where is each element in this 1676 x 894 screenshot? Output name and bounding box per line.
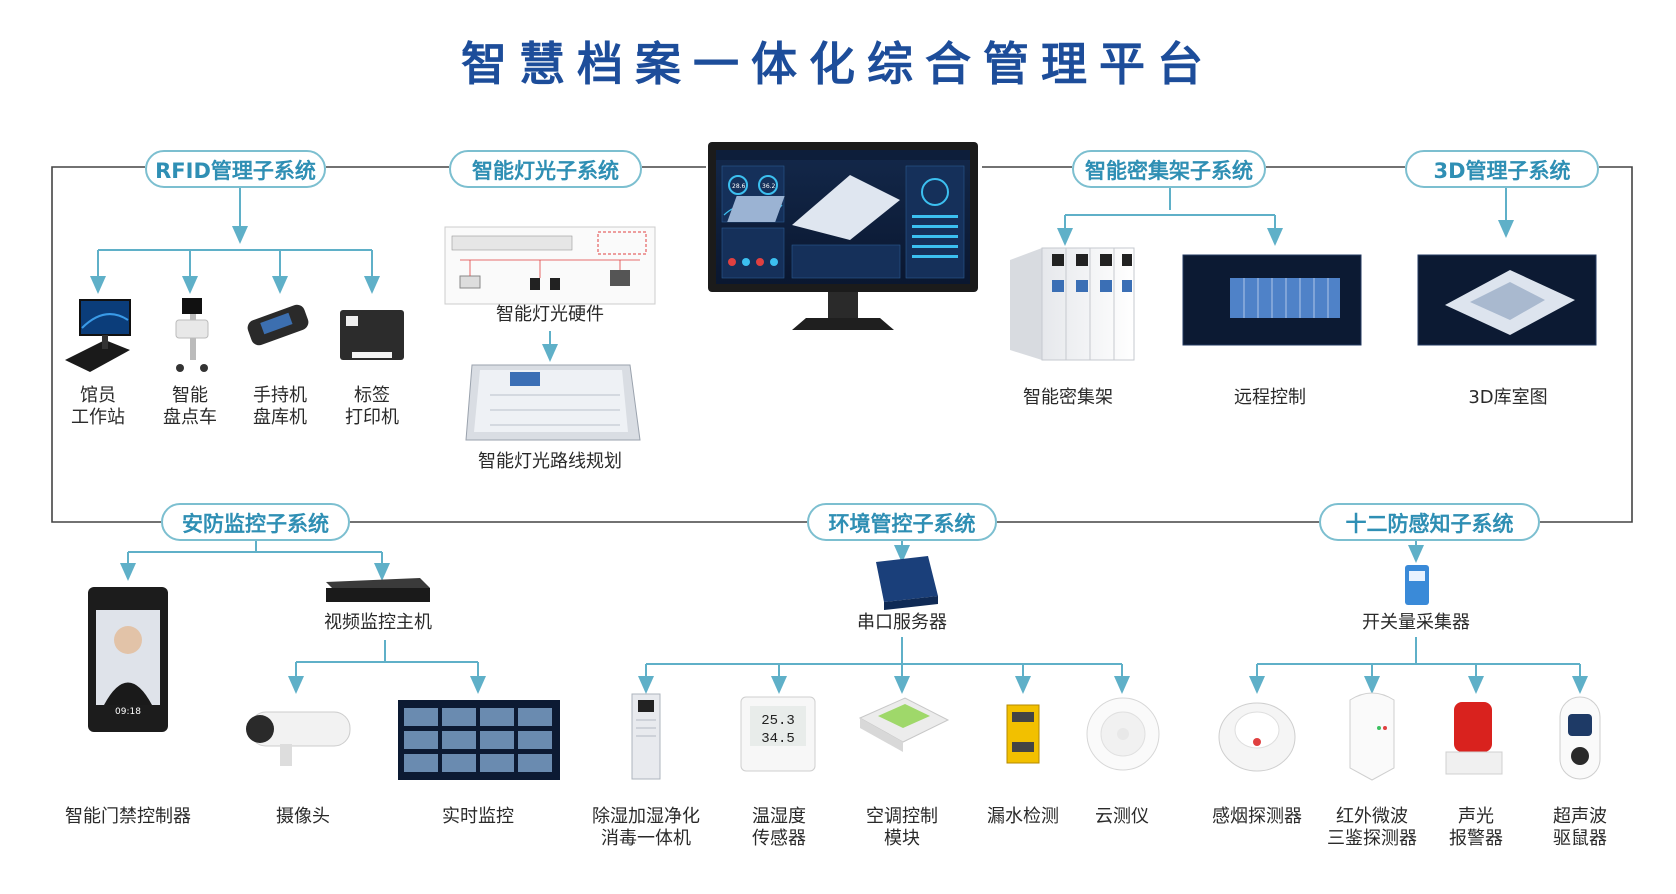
- monitor-hum: 36.2: [762, 183, 776, 190]
- vault-3d-image: [1417, 254, 1597, 346]
- pill-rfid[interactable]: RFID管理子系统: [145, 150, 326, 188]
- ac-module-image: [858, 697, 950, 752]
- label-ac-module: 空调控制模块: [866, 806, 938, 849]
- th-hum: 34.5: [761, 731, 795, 747]
- frame-right: [1540, 166, 1633, 523]
- label-th-sensor: 温湿度传感器: [752, 806, 806, 849]
- cloud-meter-image: [1086, 697, 1160, 771]
- label-alarm: 声光报警器: [1449, 806, 1503, 849]
- video-host-image: [326, 578, 430, 602]
- serial-server-image: [876, 556, 938, 610]
- pill-security[interactable]: 安防监控子系统: [161, 503, 350, 541]
- label-ir-detector: 红外微波三鉴探测器: [1327, 806, 1417, 849]
- repeller-image: [1559, 696, 1601, 780]
- pill-lighting[interactable]: 智能灯光子系统: [449, 150, 642, 188]
- frame-left: [51, 166, 161, 523]
- label-workstation: 馆员工作站: [71, 385, 125, 428]
- camera-image: [246, 711, 351, 766]
- leak-detect-image: [1006, 704, 1040, 764]
- th-sensor-image: 25.3 34.5: [740, 696, 816, 772]
- live-monitor-image: [398, 700, 560, 780]
- label-cloud-meter: 云测仪: [1095, 806, 1149, 827]
- pill-environment[interactable]: 环境管控子系统: [807, 503, 997, 541]
- pill-sensing[interactable]: 十二防感知子系统: [1319, 503, 1540, 541]
- monitor-temp: 28.6: [732, 183, 746, 190]
- handheld-image: [247, 304, 309, 346]
- label-purifier: 除湿加湿净化消毒一体机: [592, 806, 700, 849]
- lighting-hardware-image: [444, 226, 656, 305]
- smoke-detector-image: [1218, 702, 1296, 772]
- label-vault-3d: 3D库室图: [1468, 387, 1548, 408]
- label-camera: 摄像头: [276, 806, 330, 827]
- label-live-monitor: 实时监控: [442, 806, 514, 827]
- access-clock: 09:18: [115, 707, 141, 717]
- pill-3d[interactable]: 3D管理子系统: [1405, 150, 1599, 188]
- label-smoke-detector: 感烟探测器: [1212, 806, 1302, 827]
- label-leak-detect: 漏水检测: [987, 806, 1059, 827]
- label-lighting-hw: 智能灯光硬件: [496, 304, 604, 325]
- label-access-control: 智能门禁控制器: [65, 806, 191, 827]
- lighting-route-image: [465, 364, 641, 441]
- page-title: 智慧档案一体化综合管理平台: [461, 37, 1215, 91]
- remote-control-image: [1182, 254, 1362, 346]
- label-dense-shelf: 智能密集架: [1023, 387, 1113, 408]
- dense-shelf-image: [1010, 247, 1135, 361]
- label-switch-collector: 开关量采集器: [1362, 612, 1470, 633]
- central-monitor: 28.6 36.2: [708, 142, 978, 330]
- label-handheld: 手持机盘库机: [253, 385, 307, 428]
- printer-image: [340, 310, 404, 360]
- label-video-host: 视频监控主机: [324, 612, 432, 633]
- label-printer: 标签打印机: [345, 385, 399, 428]
- purifier-image: [631, 693, 661, 780]
- access-control-image: 09:18: [88, 587, 168, 732]
- label-remote-control: 远程控制: [1234, 387, 1306, 408]
- frame-lines: [51, 166, 1633, 523]
- inventory-cart-image: [175, 298, 209, 372]
- workstation-image: [65, 299, 131, 372]
- label-inventory-cart: 智能盘点车: [163, 385, 217, 428]
- th-temp: 25.3: [761, 713, 795, 729]
- alarm-image: [1445, 702, 1503, 775]
- pill-shelf[interactable]: 智能密集架子系统: [1072, 150, 1266, 188]
- switch-collector-image: [1405, 565, 1429, 605]
- arrows: [90, 188, 1588, 694]
- label-lighting-route: 智能灯光路线规划: [478, 451, 622, 472]
- label-repeller: 超声波驱鼠器: [1553, 806, 1607, 849]
- ir-detector-image: [1349, 692, 1395, 781]
- label-serial-server: 串口服务器: [857, 612, 947, 633]
